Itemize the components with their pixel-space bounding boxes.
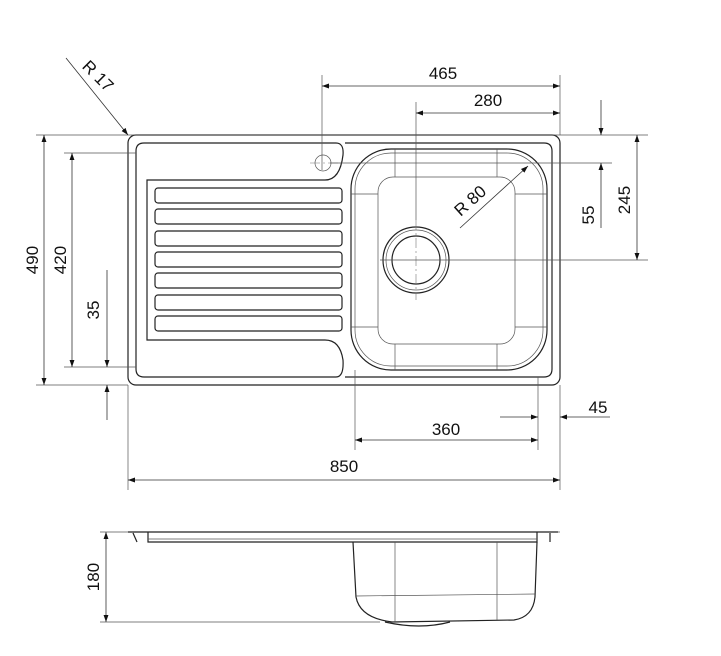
label-35: 35 [84, 301, 103, 320]
side-view [100, 531, 560, 627]
label-55: 55 [579, 206, 598, 225]
label-850: 850 [330, 457, 358, 476]
label-490: 490 [23, 246, 42, 274]
bowl-profile [352, 541, 538, 623]
dim-r17 [65, 57, 129, 136]
label-465: 465 [429, 64, 457, 83]
bowl-inner [377, 176, 516, 345]
drainer-rim [135, 142, 344, 378]
label-420: 420 [51, 246, 70, 274]
label-280: 280 [474, 91, 502, 110]
dim-r80 [459, 165, 529, 229]
bowl-outer [350, 148, 548, 371]
label-r80: R 80 [451, 182, 490, 220]
label-360: 360 [432, 420, 460, 439]
label-180: 180 [84, 563, 103, 591]
drainer-grooves [154, 187, 343, 332]
label-45: 45 [589, 398, 608, 417]
label-r17: R 17 [78, 57, 117, 96]
label-245: 245 [615, 186, 634, 214]
